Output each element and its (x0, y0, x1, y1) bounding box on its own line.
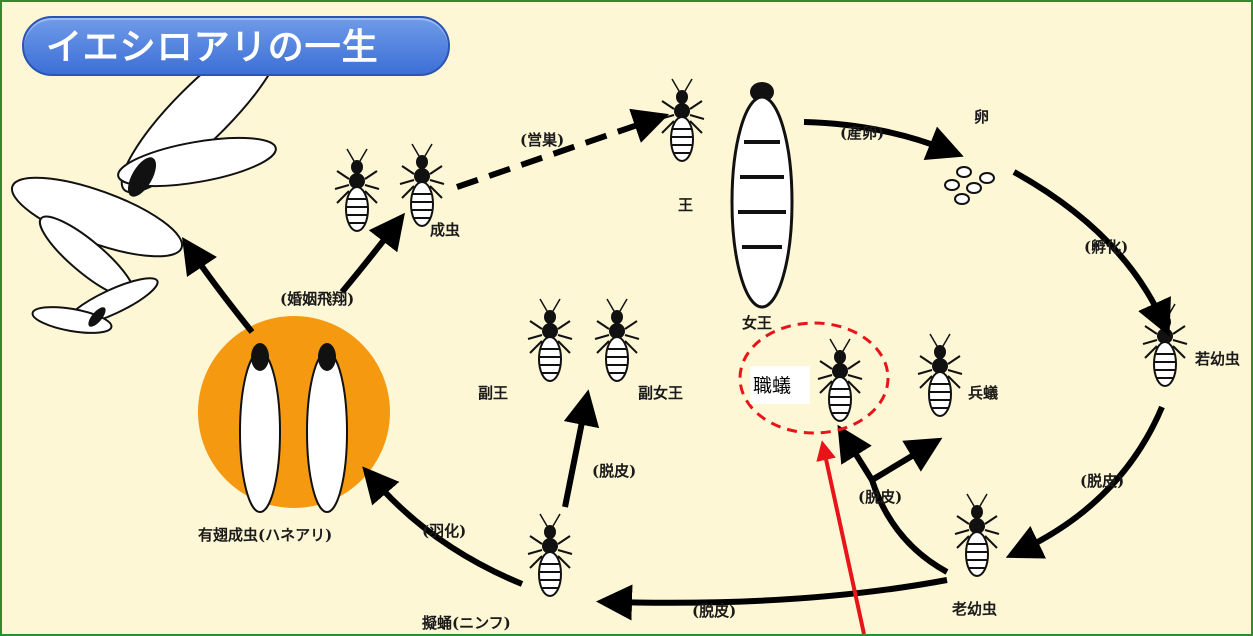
label-molt-right: (脱皮) (1080, 472, 1124, 490)
label-old-larva: 老幼虫 (951, 600, 997, 618)
label-molt-mid: (脱皮) (858, 488, 902, 506)
label-nymph: 擬蛹(ニンフ) (422, 614, 511, 632)
label-hatching: (孵化) (1084, 238, 1128, 256)
adult-termite-1-illustration (335, 149, 379, 231)
label-molt-center: (脱皮) (592, 462, 636, 480)
arrow-to-flight (192, 252, 252, 332)
page-title: イエシロアリの一生 (22, 16, 450, 76)
label-young-larva: 若幼虫 (1194, 350, 1240, 368)
arrow-molt-bottom (614, 580, 947, 603)
nymph-illustration (528, 514, 572, 596)
king-illustration (660, 79, 704, 161)
label-soldier: 兵蟻 (968, 384, 998, 402)
eggs-illustration (945, 167, 994, 204)
label-nesting: (営巣) (520, 131, 564, 149)
label-queen: 女王 (742, 314, 772, 332)
arrow-molt-center (565, 407, 585, 507)
callout-arrow (824, 450, 864, 634)
label-adult: 成虫 (430, 221, 460, 239)
young-larva-illustration (1143, 304, 1187, 386)
label-swarming: (婚姻飛翔) (280, 290, 354, 308)
sub-king-illustration (528, 299, 572, 381)
old-larva-illustration (955, 494, 999, 576)
label-king: 王 (678, 196, 693, 214)
worker-illustration (818, 339, 862, 421)
adult-termite-2-illustration (400, 144, 444, 226)
label-sub-king: 副王 (478, 384, 508, 402)
arrow-to-adult (342, 227, 394, 292)
highlight-circle (198, 316, 390, 508)
label-molt-bottom: (脱皮) (692, 602, 736, 620)
soldier-illustration (918, 334, 962, 416)
label-alate: 有翅成虫(ハネアリ) (198, 526, 332, 544)
label-eclosion: (羽化) (422, 522, 466, 540)
label-worker: 職蟻 (753, 375, 791, 397)
label-sub-queen: 副女王 (638, 384, 683, 402)
label-eggs: 卵 (974, 108, 989, 126)
sub-queen-illustration (595, 299, 639, 381)
queen-illustration (732, 82, 792, 307)
label-laying: (産卵) (840, 124, 884, 142)
arrow-to-soldier (872, 447, 927, 480)
arrow-to-worker (847, 440, 872, 480)
